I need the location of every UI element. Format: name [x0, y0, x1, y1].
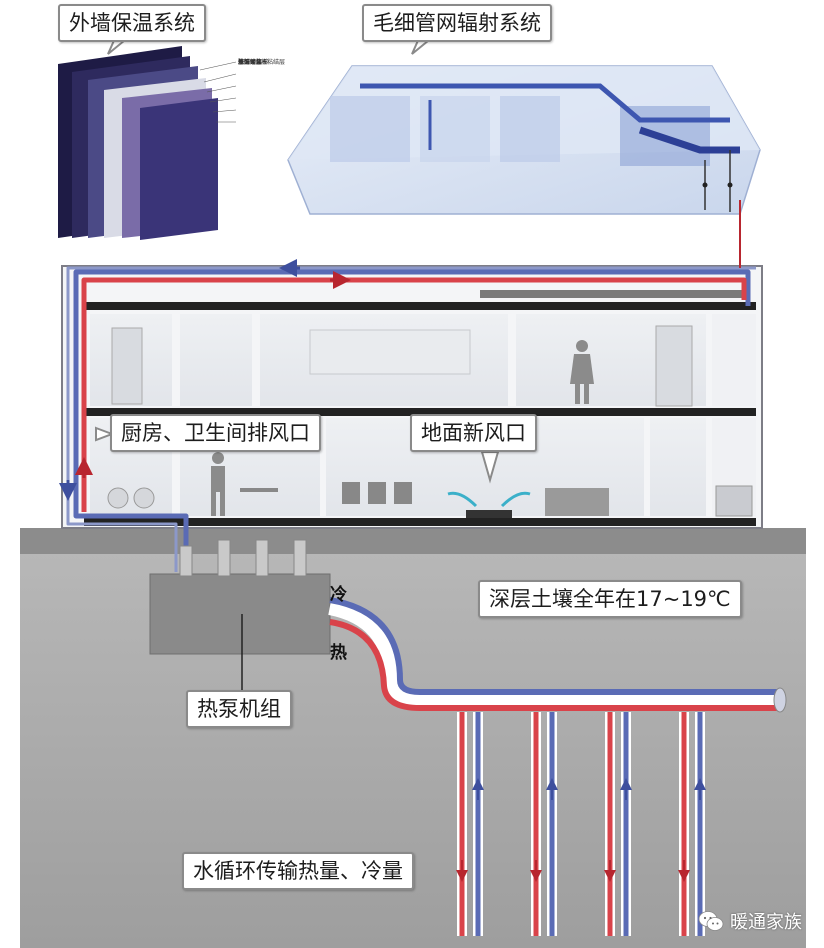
- watermark-text: 暖通家族: [730, 908, 802, 934]
- watermark: 暖通家族: [698, 908, 802, 934]
- floor-fresh-air-label: 地面新风口: [410, 414, 537, 452]
- ground-slab: [20, 528, 806, 554]
- cold-label: 冷: [330, 580, 347, 605]
- exhaust-vent-label: 厨房、卫生间排风口: [110, 414, 321, 452]
- water-circulation-label: 水循环传输热量、冷量: [182, 852, 414, 890]
- capillary-radiation-label: 毛细管网辐射系统: [362, 4, 552, 42]
- building-section: [62, 266, 762, 528]
- heat-pump-label: 热泵机组: [186, 690, 292, 728]
- soil-temperature-label: 深层土壤全年在17~19℃: [478, 580, 742, 618]
- hot-label: 热: [330, 638, 347, 663]
- wall-insulation-label: 外墙保温系统: [58, 4, 206, 42]
- wechat-icon: [698, 910, 724, 932]
- capillary-box: [288, 66, 760, 214]
- wall-insulation-layers: [58, 46, 236, 240]
- wall-layer-label: 外饰面层: [238, 58, 262, 67]
